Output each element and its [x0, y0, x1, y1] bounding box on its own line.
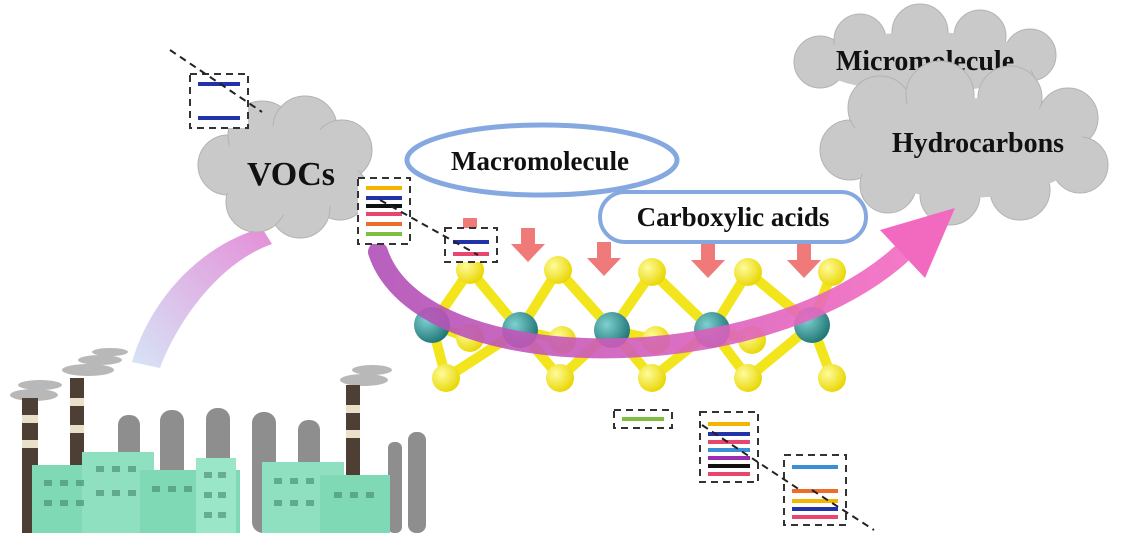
molecule-stripe [708, 440, 750, 444]
molecule-box [444, 227, 498, 263]
molecule-stripe [366, 204, 402, 208]
smoke-puffs [10, 348, 392, 401]
molecule-stripe [708, 422, 750, 426]
sulfur-atom [544, 256, 572, 284]
molecule-stripe [453, 240, 489, 244]
molecule-stripe [366, 222, 402, 226]
molecule-stripe [366, 196, 402, 200]
molecule-stripe [708, 464, 750, 468]
factory-windows [44, 466, 374, 518]
sulfur-atom [734, 364, 762, 392]
micromolecule-cloud: Micromolecule [793, 3, 1057, 111]
molecule-stripe [622, 417, 664, 421]
down-arrow-icon [511, 228, 545, 262]
sulfur-atom [638, 258, 666, 286]
macromolecule-callout: Macromolecule [404, 122, 680, 198]
molecule-stripe [366, 212, 402, 216]
sulfur-atom [638, 364, 666, 392]
molecule-stripe [708, 472, 750, 476]
molecule-stripe [708, 432, 750, 436]
cleavage-lines [169, 49, 875, 531]
sulfur-atom [818, 258, 846, 286]
down-arrow-icon [787, 244, 821, 278]
hydrocarbons-label: Hydrocarbons [892, 128, 1064, 159]
vocs-label: VOCs [247, 156, 335, 193]
factory-illustration [10, 348, 426, 533]
molecule-stripe [792, 515, 838, 519]
molecule-stripe [198, 82, 240, 86]
down-arrow-icon [587, 242, 621, 276]
carboxylic-acids-label: Carboxylic acids [637, 202, 830, 232]
carboxylic-acids-callout: Carboxylic acids [598, 190, 868, 244]
molecule-stripe [792, 507, 838, 511]
sulfur-atom [432, 364, 460, 392]
molecule-stripe [366, 186, 402, 190]
down-arrow-icon [691, 244, 725, 278]
sulfur-atom [546, 364, 574, 392]
molecule-stripe [792, 499, 838, 503]
vocs-cloud: VOCs [197, 95, 373, 239]
molecule-stripe [198, 116, 240, 120]
sulfur-atom [818, 364, 846, 392]
factory-buildings [32, 452, 390, 533]
molecule-stripe [708, 448, 750, 452]
emission-plume [132, 228, 272, 368]
molecule-stripe [792, 465, 838, 469]
hydrocarbons-cloud: Hydrocarbons [819, 60, 1109, 226]
reaction-arrow-head [880, 208, 955, 278]
macromolecule-label: Macromolecule [451, 146, 629, 176]
reaction-pathway-arrow [368, 208, 955, 359]
molecule-stripe [708, 456, 750, 460]
sulfur-atom [734, 258, 762, 286]
molecule-stripe [366, 232, 402, 236]
molecule-stripe [453, 252, 489, 256]
